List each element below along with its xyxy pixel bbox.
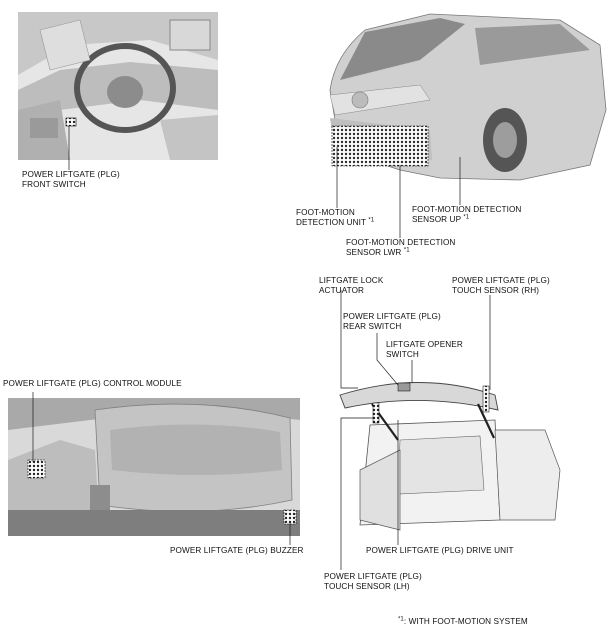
car-exterior-illustration xyxy=(329,13,607,238)
label-foot-unit-line2: DETECTION UNIT xyxy=(296,218,366,228)
leader-rear-switch xyxy=(376,333,399,386)
label-sensor-up-mark: *1 xyxy=(463,214,470,221)
footnote-wrap: *1: WITH FOOT-MOTION SYSTEM xyxy=(398,616,528,627)
label-front-switch-line2: FRONT SWITCH xyxy=(22,180,86,190)
label-sensor-up-line2-wrap: SENSOR UP *1 xyxy=(412,214,521,225)
label-buzzer: POWER LIFTGATE (PLG) BUZZER xyxy=(170,546,304,556)
label-opener-switch-line1: LIFTGATE OPENER xyxy=(386,340,463,349)
strut-right xyxy=(477,403,495,439)
label-touch-lh: POWER LIFTGATE (PLG) TOUCH SENSOR (LH) xyxy=(324,572,422,592)
label-touch-rh: POWER LIFTGATE (PLG) TOUCH SENSOR (RH) xyxy=(452,276,550,296)
label-foot-unit-line2-wrap: DETECTION UNIT *1 xyxy=(296,217,375,228)
footnote-mark: *1 xyxy=(398,616,404,623)
label-sensor-lwr-line2-wrap: SENSOR LWR *1 xyxy=(346,247,455,258)
leader-lock-actuator xyxy=(340,290,358,389)
label-touch-lh-line1: POWER LIFTGATE (PLG) xyxy=(324,572,422,581)
label-touch-rh-line1: POWER LIFTGATE (PLG) xyxy=(452,276,550,285)
label-sensor-lwr-mark: *1 xyxy=(403,247,410,254)
label-control-module-line1: POWER LIFTGATE (PLG) CONTROL MODULE xyxy=(3,379,182,388)
leader-touch-lh xyxy=(340,417,375,570)
luggage-interior-illustration xyxy=(8,392,300,545)
label-rear-switch-line2: REAR SWITCH xyxy=(343,322,402,332)
liftgate-open-illustration xyxy=(339,290,561,570)
label-touch-lh-line2: TOUCH SENSOR (LH) xyxy=(324,582,410,592)
label-touch-rh-line2: TOUCH SENSOR (RH) xyxy=(452,286,540,296)
footnote-text: : WITH FOOT-MOTION SYSTEM xyxy=(403,617,528,626)
label-buzzer-line1: POWER LIFTGATE (PLG) BUZZER xyxy=(170,546,304,555)
label-lock-actuator-line2: ACTUATOR xyxy=(319,286,365,296)
label-sensor-up-line1: FOOT-MOTION DETECTION xyxy=(412,205,522,214)
label-sensor-lwr-line2: SENSOR LWR xyxy=(346,248,402,258)
footnote: *1: WITH FOOT-MOTION SYSTEM xyxy=(398,616,528,627)
label-sensor-lwr-line1: FOOT-MOTION DETECTION xyxy=(346,238,456,247)
label-drive-unit-line1: POWER LIFTGATE (PLG) DRIVE UNIT xyxy=(366,546,514,555)
dashboard-illustration xyxy=(18,12,218,170)
label-sensor-up-line2: SENSOR UP xyxy=(412,215,461,225)
label-front-switch-line1: POWER LIFTGATE (PLG) xyxy=(22,170,120,179)
label-opener-switch: LIFTGATE OPENER SWITCH xyxy=(386,340,463,360)
label-lock-actuator: LIFTGATE LOCK ACTUATOR xyxy=(319,276,383,296)
label-lock-actuator-line1: LIFTGATE LOCK xyxy=(319,276,384,285)
label-sensor-up: FOOT-MOTION DETECTION SENSOR UP *1 xyxy=(412,205,521,225)
label-foot-unit-mark: *1 xyxy=(368,217,375,224)
label-foot-unit-line1: FOOT-MOTION xyxy=(296,208,355,217)
label-opener-switch-line2: SWITCH xyxy=(386,350,419,360)
label-front-switch: POWER LIFTGATE (PLG) FRONT SWITCH xyxy=(22,170,120,190)
label-control-module: POWER LIFTGATE (PLG) CONTROL MODULE xyxy=(3,379,182,389)
label-rear-switch: POWER LIFTGATE (PLG) REAR SWITCH xyxy=(343,312,441,332)
label-sensor-lwr: FOOT-MOTION DETECTION SENSOR LWR *1 xyxy=(346,238,455,258)
label-drive-unit: POWER LIFTGATE (PLG) DRIVE UNIT xyxy=(366,546,514,556)
label-foot-unit: FOOT-MOTION DETECTION UNIT *1 xyxy=(296,208,374,228)
label-rear-switch-line1: POWER LIFTGATE (PLG) xyxy=(343,312,441,321)
